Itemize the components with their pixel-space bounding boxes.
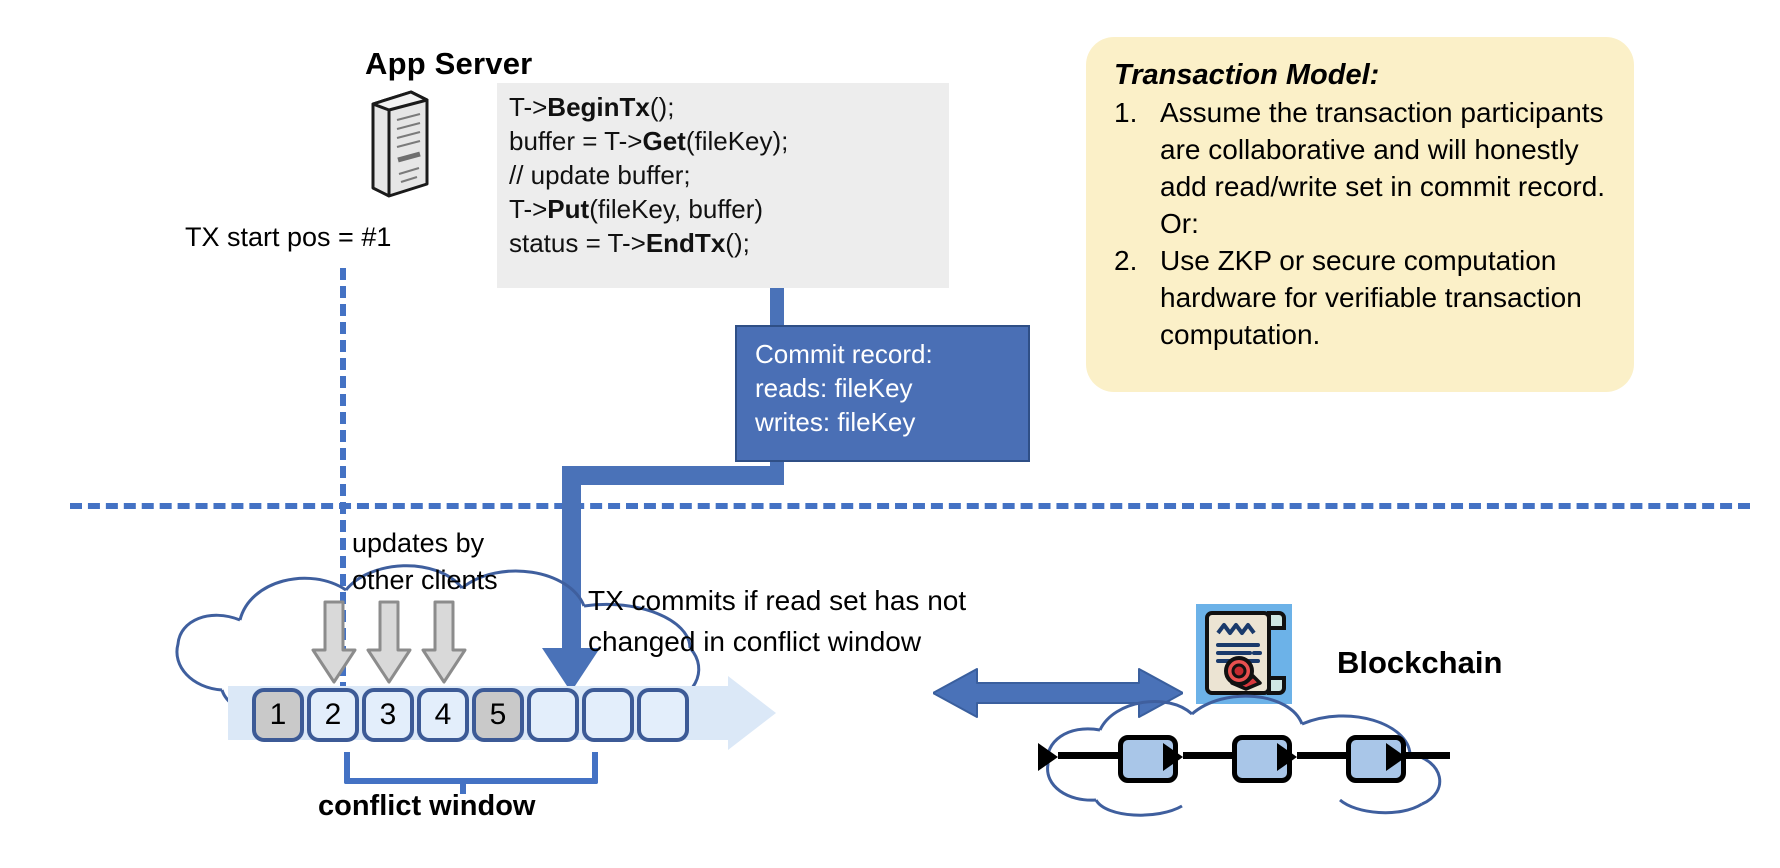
conflict-window-label: conflict window bbox=[318, 790, 536, 822]
blockchain-arrowhead-icon bbox=[1386, 743, 1406, 771]
list-item-number: 2. bbox=[1114, 245, 1138, 276]
update-arrow-icon bbox=[365, 600, 413, 691]
conflict-window-bracket-tick bbox=[460, 778, 466, 794]
blockchain-label: Blockchain bbox=[1337, 645, 1503, 680]
transaction-model-title: Transaction Model: bbox=[1114, 59, 1380, 91]
blockchain-link-arrow-icon bbox=[1183, 752, 1232, 759]
commit-record-reads: reads: fileKey bbox=[755, 373, 913, 403]
list-item: 2. Use ZKP or secure computation hardwar… bbox=[1114, 242, 1608, 353]
commit-record-title: Commit record: bbox=[755, 339, 933, 369]
blockchain-link-arrow-icon bbox=[1058, 752, 1118, 759]
code-line: status = T->EndTx(); bbox=[509, 228, 750, 258]
list-item: 1. Assume the transaction participants a… bbox=[1114, 94, 1608, 242]
commit-elbow-horizontal bbox=[562, 466, 784, 485]
log-block[interactable]: 1 bbox=[252, 688, 304, 742]
server-icon bbox=[365, 88, 433, 198]
blockchain-arrowhead-icon bbox=[1038, 743, 1058, 771]
updates-label-line1: updates by bbox=[352, 528, 485, 558]
commit-record-box: Commit record: reads: fileKey writes: fi… bbox=[735, 325, 1030, 462]
smart-contract-certificate-icon bbox=[1196, 604, 1292, 704]
log-continuation-arrow-icon bbox=[728, 676, 776, 750]
blockchain-arrowhead-icon bbox=[1163, 743, 1183, 771]
code-line: buffer = T->Get(fileKey); bbox=[509, 126, 789, 156]
tx-start-dashed-line bbox=[340, 268, 346, 730]
log-block[interactable]: 2 bbox=[307, 688, 359, 742]
code-panel: T->BeginTx(); buffer = T->Get(fileKey); … bbox=[497, 83, 949, 288]
blockchain-arrowhead-icon bbox=[1277, 743, 1297, 771]
log-block[interactable]: 3 bbox=[362, 688, 414, 742]
tx-commits-note-line2: changed in conflict window bbox=[588, 626, 922, 657]
commit-record-writes: writes: fileKey bbox=[755, 407, 916, 437]
commit-elbow-vertical bbox=[562, 466, 581, 671]
conflict-window-bracket bbox=[344, 752, 598, 784]
tx-commits-note: TX commits if read set has not changed i… bbox=[588, 580, 966, 662]
log-block[interactable]: 4 bbox=[417, 688, 469, 742]
code-line: T->Put(fileKey, buffer) bbox=[509, 194, 764, 224]
transaction-model-panel: Transaction Model: 1. Assume the transac… bbox=[1086, 37, 1634, 392]
tx-commits-note-line1: TX commits if read set has not bbox=[588, 585, 967, 616]
app-server-title: App Server bbox=[365, 46, 533, 81]
updates-by-other-clients-label: updates by other clients bbox=[352, 525, 498, 599]
log-block[interactable] bbox=[527, 688, 579, 742]
tx-start-pos-label: TX start pos = #1 bbox=[185, 222, 392, 252]
commit-arrowhead-icon bbox=[542, 648, 600, 692]
log-block[interactable] bbox=[637, 688, 689, 742]
log-block[interactable]: 5 bbox=[472, 688, 524, 742]
transaction-model-list: 1. Assume the transaction participants a… bbox=[1114, 94, 1608, 353]
code-line: T->BeginTx(); bbox=[509, 92, 675, 122]
code-line: // update buffer; bbox=[509, 160, 691, 190]
section-divider-dashed bbox=[70, 503, 1750, 509]
list-item-text: Assume the transaction participants are … bbox=[1160, 97, 1606, 239]
list-item-number: 1. bbox=[1114, 97, 1138, 128]
updates-label-line2: other clients bbox=[352, 565, 498, 595]
update-arrow-icon bbox=[310, 600, 358, 691]
blockchain-link-arrow-icon bbox=[1406, 752, 1450, 759]
list-item-text: Use ZKP or secure computation hardware f… bbox=[1160, 245, 1582, 350]
update-arrow-icon bbox=[420, 600, 468, 691]
log-block[interactable] bbox=[582, 688, 634, 742]
blockchain-link-arrow-icon bbox=[1297, 752, 1346, 759]
